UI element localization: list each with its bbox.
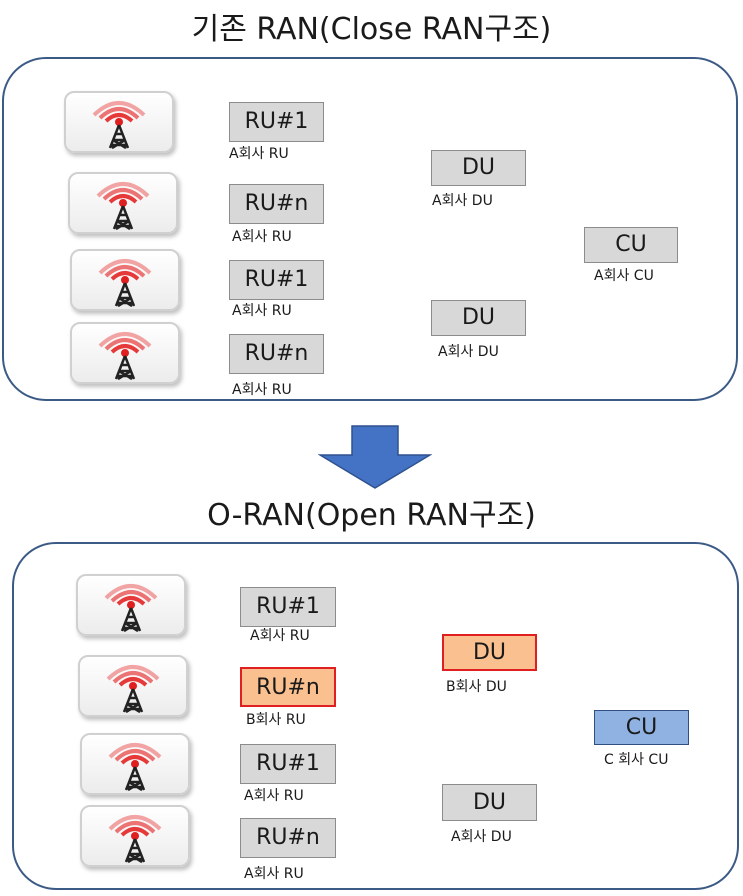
ru-box: RU#n: [229, 184, 324, 224]
du-vendor-label: B회사 DU: [446, 679, 507, 695]
section-title-close-ran: 기존 RAN(Close RAN구조): [191, 12, 552, 47]
cell-tower-icon: [76, 574, 186, 636]
cell-tower-icon: [78, 655, 188, 717]
cu-vendor-label: C 회사 CU: [604, 752, 669, 768]
ru-vendor-label: A회사 RU: [232, 229, 292, 245]
cell-tower-icon: [70, 322, 180, 384]
du-box: DU: [442, 784, 537, 821]
du-vendor-label: A회사 DU: [432, 193, 493, 209]
cell-tower-icon: [68, 172, 178, 234]
du-vendor-label: A회사 DU: [438, 344, 499, 360]
ru-box-vendor-b: RU#n: [240, 667, 336, 707]
ru-box: RU#1: [229, 102, 324, 142]
ru-vendor-label: A회사 RU: [244, 866, 304, 882]
section-title-open-ran: O-RAN(Open RAN구조): [207, 498, 536, 533]
ru-box: RU#1: [229, 260, 324, 300]
cell-tower-icon: [64, 91, 174, 153]
ru-vendor-label: A회사 RU: [244, 788, 304, 804]
cu-box-vendor-c: CU: [594, 710, 689, 745]
cu-box: CU: [584, 227, 678, 263]
ru-vendor-label: A회사 RU: [229, 146, 289, 162]
ru-vendor-label: B회사 RU: [246, 712, 306, 728]
down-arrow-icon: [318, 425, 432, 489]
du-vendor-label: A회사 DU: [451, 829, 512, 845]
cell-tower-icon: [80, 733, 190, 795]
cell-tower-icon: [70, 249, 180, 311]
cell-tower-icon: [80, 805, 190, 867]
cu-vendor-label: A회사 CU: [594, 268, 654, 284]
du-box: DU: [431, 300, 526, 336]
ru-box: RU#n: [240, 818, 336, 858]
ru-vendor-label: A회사 RU: [250, 628, 310, 644]
du-box: DU: [431, 150, 526, 186]
ru-vendor-label: A회사 RU: [232, 382, 292, 398]
ru-vendor-label: A회사 RU: [232, 303, 292, 319]
du-box-vendor-b: DU: [442, 634, 537, 671]
ru-box: RU#1: [240, 744, 336, 784]
ru-box: RU#n: [229, 334, 324, 374]
ru-box: RU#1: [240, 587, 336, 627]
